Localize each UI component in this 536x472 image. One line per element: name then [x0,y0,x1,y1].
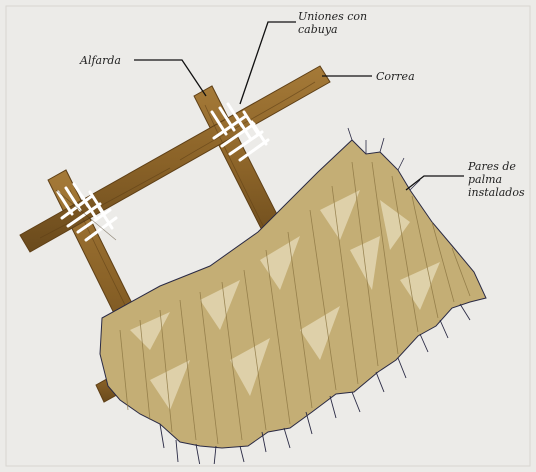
label-pares-line2: palma [468,173,502,186]
label-uniones-line2: cabuya [298,23,338,36]
label-uniones-line1: Uniones con [298,10,367,23]
label-pares-line1: Pares de [467,160,516,173]
label-correa: Correa [376,70,415,83]
label-alfarda: Alfarda [79,54,121,67]
label-pares-line3: instalados [468,186,525,199]
